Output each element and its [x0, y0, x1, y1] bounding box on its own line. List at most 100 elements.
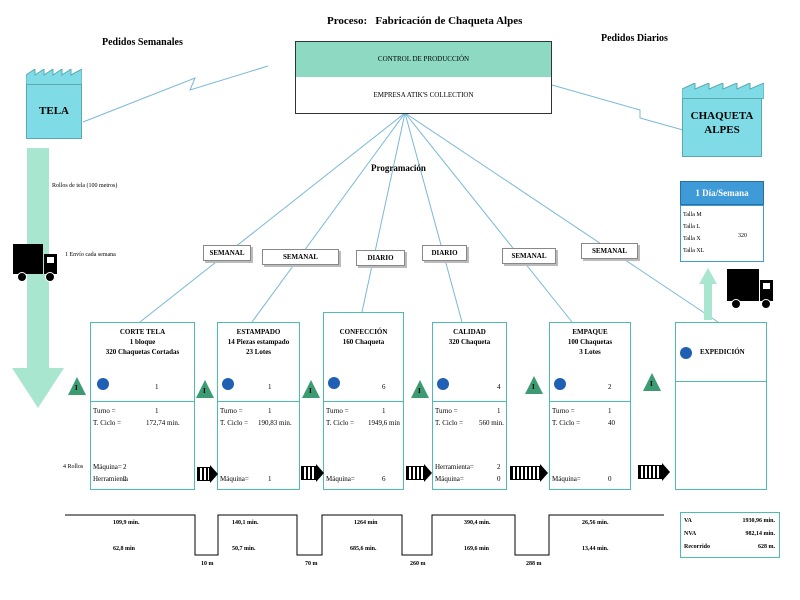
schedule-box: SEMANAL: [203, 245, 251, 261]
ciclo-label: T. Ciclo =: [93, 419, 122, 427]
summary-box: VA 1930,96 min. NVA 982,14 min. Recorrid…: [680, 512, 780, 558]
daily-box: Talla M Talla L Talla X Talla XL 320: [680, 205, 764, 262]
operator-count: 6: [382, 383, 386, 391]
turno-value: 1: [155, 407, 159, 415]
ciclo-value: 190,83 min.: [258, 419, 292, 427]
process-name: CORTE TELA: [119, 328, 166, 336]
process-name: ESTAMPADO: [236, 328, 281, 336]
shipment-arrow-shaft: [704, 282, 712, 320]
process-line2: 100 Chaquetas: [567, 338, 613, 346]
inventory-triangle-icon: I: [411, 380, 429, 398]
herramienta-label: Herramienta=: [435, 463, 474, 471]
process-title-text: Fabricación de Chaqueta Alpes: [375, 15, 523, 27]
schedule-box: DIARIO: [422, 245, 467, 261]
operator-count: 4: [497, 383, 501, 391]
programming-label: Programación: [371, 163, 426, 173]
rolls-note: Rollos de tela (100 metros): [52, 183, 118, 189]
process-name: CALIDAD: [453, 328, 486, 336]
process-empaque: EMPAQUE 100 Chaquetas 3 Lotes 2 Turno = …: [549, 322, 631, 490]
process-name: CONFECCIÓN: [339, 328, 388, 336]
process-line3: 320 Chaquetas Cortadas: [105, 348, 180, 356]
process-line3: 23 Lotes: [245, 348, 272, 356]
left-heading: Pedidos Semanales: [102, 37, 183, 48]
timeline-lower: 685,6 min.: [350, 546, 377, 552]
daily-box-header: 1 Día/Semana: [680, 181, 764, 205]
process-title: Proceso: Fabricación de Chaqueta Alpes: [327, 15, 522, 27]
turno-label: Turno =: [552, 407, 575, 415]
ciclo-value: 172,74 min.: [146, 419, 180, 427]
turno-value: 1: [608, 407, 612, 415]
push-arrow-icon: [510, 464, 548, 482]
summary-label: Recorrido: [684, 544, 710, 550]
inventory-symbol: I: [203, 387, 206, 395]
daily-quantity: 320: [738, 233, 747, 239]
operator-icon: [437, 378, 449, 390]
push-arrow-icon: [301, 464, 324, 482]
maquina-value: 1: [268, 475, 272, 483]
truck-icon: [13, 244, 58, 282]
timeline-distance: 10 m: [201, 561, 214, 567]
timeline-upper: 26,56 min.: [582, 520, 609, 526]
size-m: Talla M: [683, 212, 702, 218]
process-expedicion: EXPEDICIÓN: [675, 322, 767, 490]
inventory-symbol: I: [309, 387, 312, 395]
summary-value: 628 m.: [758, 544, 775, 550]
timeline-lower: 62,8 min: [113, 546, 136, 552]
inventory-triangle-icon: I: [68, 377, 86, 395]
summary-label: NVA: [684, 531, 697, 537]
maquina-value: 6: [382, 475, 386, 483]
turno-value: 1: [497, 407, 501, 415]
herramienta-value: 2: [497, 463, 501, 471]
inventory-symbol: I: [418, 387, 421, 395]
maquina-label: Máquina=: [326, 475, 355, 483]
timeline-distance: 70 m: [305, 561, 318, 567]
maquina-label: Máquina=: [220, 475, 249, 483]
operator-icon: [222, 378, 234, 390]
customer-label: CHAQUETA ALPES: [682, 98, 762, 157]
ciclo-label: T. Ciclo =: [435, 419, 464, 427]
herramienta-value: 2: [123, 475, 127, 483]
turno-label: Turno =: [326, 407, 349, 415]
ciclo-value: 40: [608, 419, 615, 427]
process-line2: 160 Chaqueta: [342, 338, 385, 346]
size-xl: Talla XL: [683, 248, 705, 254]
push-arrow-icon: [638, 463, 670, 481]
process-estampado: ESTAMPADO 14 Piezas estampado 23 Lotes 1…: [217, 322, 300, 490]
process-calidad: CALIDAD 320 Chaqueta 4 Turno = 1 T. Cicl…: [432, 322, 507, 490]
process-corte-tela: CORTE TELA 1 bloque 320 Chaquetas Cortad…: [90, 322, 195, 490]
process-line2: 320 Chaqueta: [448, 338, 491, 346]
summary-value: 982,14 min.: [745, 531, 775, 537]
ciclo-label: T. Ciclo =: [552, 419, 581, 427]
operator-count: 2: [608, 383, 612, 391]
timeline-line: [65, 514, 664, 556]
push-arrow-icon: [406, 464, 432, 482]
summary-value: 1930,96 min.: [742, 518, 775, 524]
operator-icon: [328, 377, 340, 389]
factory-icon: TELA: [26, 69, 82, 139]
process-confeccion: CONFECCIÓN 160 Chaqueta 6 Turno = 1 T. C…: [323, 312, 404, 490]
summary-label: VA: [684, 518, 692, 524]
ciclo-value: 1949,6 min: [368, 419, 400, 427]
timeline-distance: 260 m: [410, 561, 426, 567]
turno-value: 1: [268, 407, 272, 415]
schedule-lines: [139, 112, 719, 323]
schedule-box: SEMANAL: [581, 243, 638, 259]
delivery-note: 1 Envío cada semana: [65, 252, 116, 258]
timeline-upper: 140,1 min.: [232, 520, 259, 526]
timeline-upper: 1264 min: [354, 520, 378, 526]
maquina-value: 0: [497, 475, 501, 483]
turno-label: Turno =: [435, 407, 458, 415]
maquina-label: Máquina=: [435, 475, 464, 483]
operator-count: 1: [268, 383, 272, 391]
inventory-triangle-icon: I: [196, 380, 214, 398]
process-line2: 14 Piezas estampado: [227, 338, 290, 346]
timeline-upper: 109,9 min.: [113, 520, 140, 526]
control-production-box: CONTROL DE PRODUCCIÓN: [295, 41, 552, 78]
process-name: EXPEDICIÓN: [700, 348, 745, 356]
timeline-lower: 13,44 min.: [582, 546, 609, 552]
factory-icon: CHAQUETA ALPES: [682, 83, 764, 159]
maquina-value: 0: [608, 475, 612, 483]
right-heading: Pedidos Diarios: [601, 33, 668, 44]
turno-label: Turno =: [93, 407, 116, 415]
inventory-symbol: I: [75, 384, 78, 392]
